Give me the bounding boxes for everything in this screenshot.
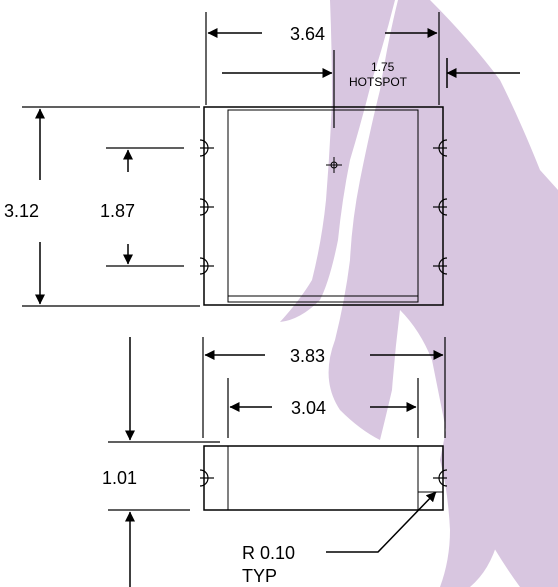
dim-height-total: 3.12 bbox=[4, 201, 39, 221]
dim-side-height: 1.01 bbox=[102, 468, 137, 488]
dim-radius-note: TYP bbox=[242, 566, 277, 586]
extension-lines bbox=[22, 12, 446, 511]
mounting-holes-left bbox=[199, 139, 214, 275]
dim-hole-spacing: 1.87 bbox=[100, 201, 135, 221]
hotspot-crosshair bbox=[326, 157, 342, 173]
dimension-lines bbox=[35, 28, 520, 587]
dim-hotspot-label: HOTSPOT bbox=[349, 75, 408, 89]
dim-radius-value: R 0.10 bbox=[242, 543, 295, 563]
mounting-holes-right bbox=[433, 139, 448, 275]
dim-width-top: 3.64 bbox=[290, 24, 325, 44]
side-outline bbox=[203, 445, 444, 511]
dimension-labels: 3.64 1.75 HOTSPOT 3.12 1.87 3.83 3.04 1.… bbox=[4, 24, 408, 586]
dim-hotspot-value: 1.75 bbox=[371, 60, 395, 74]
side-inner bbox=[227, 445, 419, 511]
top-view bbox=[199, 106, 448, 306]
top-plate-outline bbox=[203, 106, 444, 306]
side-view bbox=[199, 445, 448, 511]
horse-watermark bbox=[280, 0, 558, 587]
top-plate-inner bbox=[227, 109, 419, 303]
dim-width-outer: 3.83 bbox=[290, 346, 325, 366]
dim-width-inner: 3.04 bbox=[291, 398, 326, 418]
